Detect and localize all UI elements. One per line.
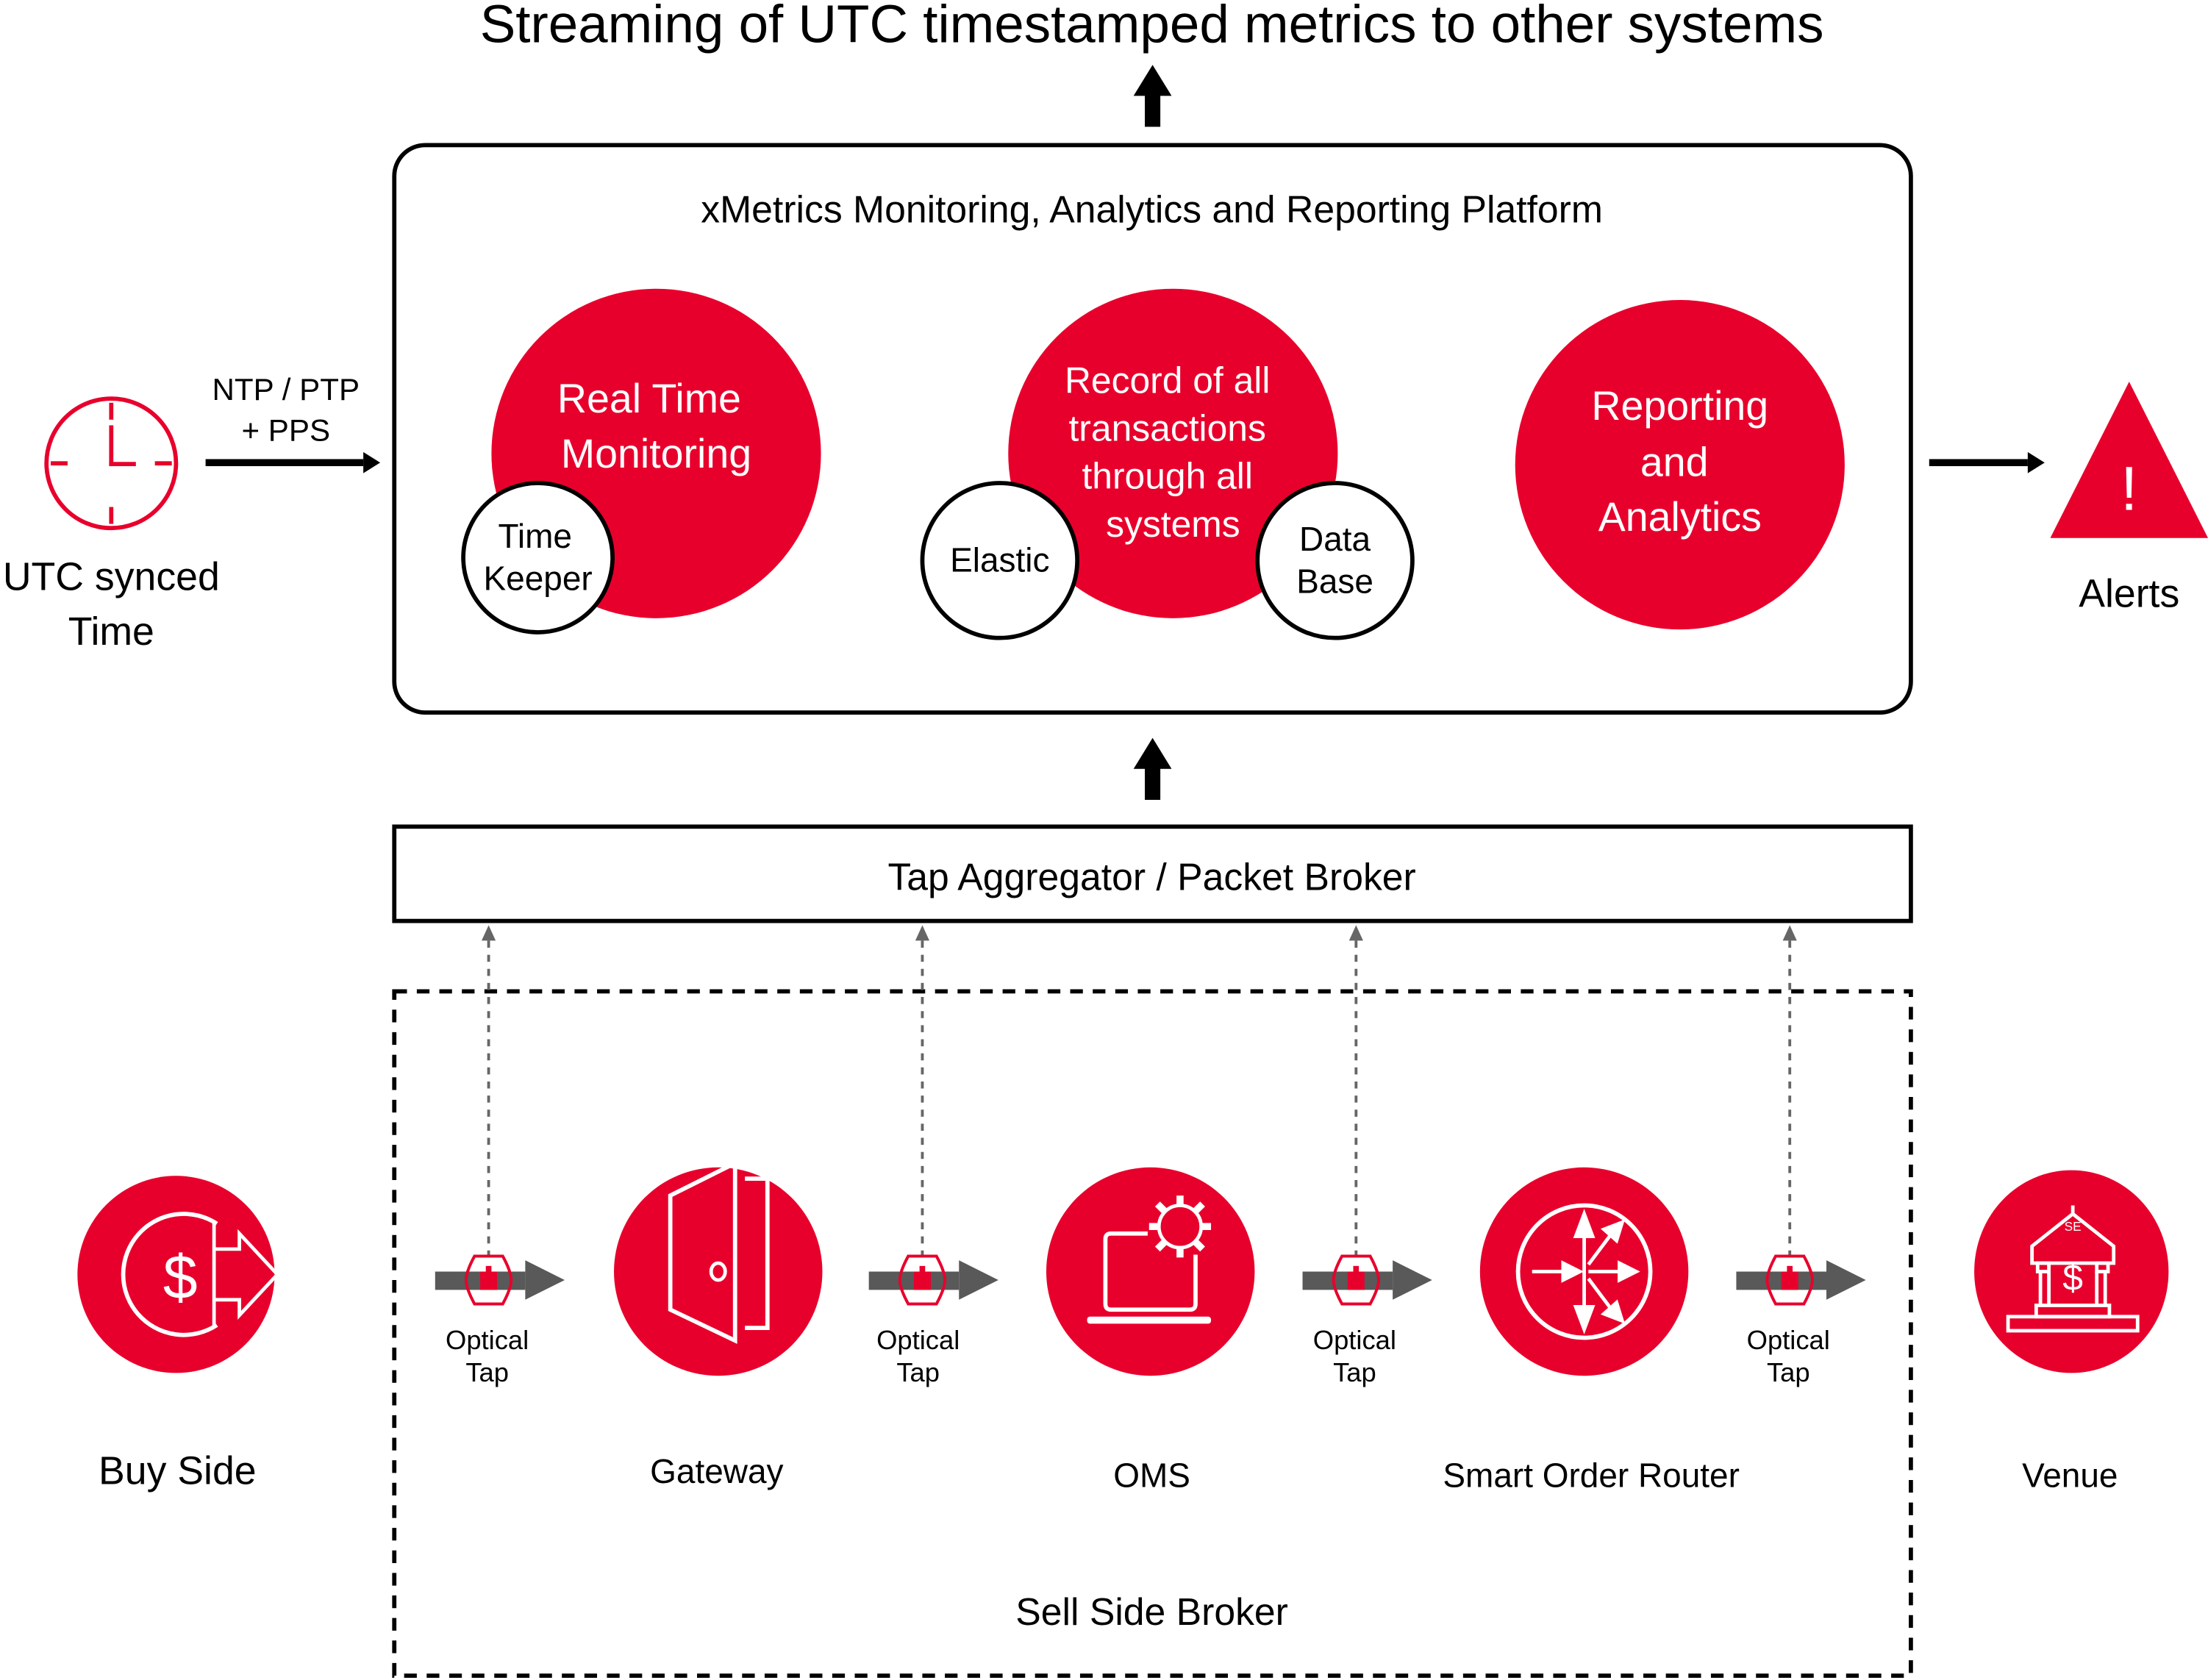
node-smart-order-router [1479, 1167, 1689, 1376]
sub-label-line: Keeper [484, 560, 593, 598]
door-icon [668, 1159, 770, 1344]
module-transaction-record: Record of all transactions through all s… [920, 288, 1415, 640]
tap-feed-arrowhead [915, 925, 930, 941]
module-label-line: transactions [1068, 408, 1265, 449]
module-label-line: Analytics [1598, 494, 1762, 540]
tap-feed-arrowhead [481, 925, 496, 941]
diagram-title: Streaming of UTC timestamped metrics to … [480, 0, 1824, 54]
buy-side-dollar-symbol: $ [163, 1243, 198, 1312]
elastic-circle: Elastic [920, 481, 1079, 640]
node-label: Venue [2022, 1456, 2118, 1495]
module-reporting-analytics: Reporting and Analytics [1515, 300, 1845, 630]
tap-feed-arrowhead [1348, 925, 1363, 941]
dollar-cycle-icon: $ [121, 1212, 280, 1337]
venue-dollar-symbol: $ [2062, 1257, 2083, 1298]
node-label: Gateway [650, 1452, 783, 1490]
aggregator-box [392, 824, 1913, 923]
protocol-label-line2: + PPS [241, 413, 330, 448]
tap-label-line1: Optical [1313, 1325, 1396, 1355]
aggregator-label: Tap Aggregator / Packet Broker [887, 855, 1415, 898]
warning-triangle-icon: ! [2050, 382, 2208, 538]
stock-exchange-icon [2006, 1205, 2140, 1333]
node-venue: SE $ [1974, 1170, 2169, 1373]
laptop-gear-icon [1087, 1195, 1212, 1324]
alerts-arrow [1929, 451, 2045, 473]
sell-side-label: Sell Side Broker [1015, 1590, 1288, 1633]
optical-tap [435, 1254, 565, 1306]
time-sync-arrow [205, 451, 381, 473]
tap-label-line1: Optical [876, 1325, 960, 1355]
node-label: Smart Order Router [1443, 1456, 1739, 1495]
node-label: OMS [1113, 1456, 1190, 1495]
time-source-label-line2: Time [68, 610, 154, 654]
venue-badge: SE [2065, 1219, 2082, 1234]
node-label: Buy Side [99, 1449, 257, 1493]
optical-tap [1302, 1254, 1432, 1306]
router-icon [1515, 1203, 1653, 1340]
tap-label-line2: Tap [896, 1357, 940, 1387]
tap-label-line2: Tap [465, 1357, 509, 1387]
module-label-line: Reporting [1591, 383, 1768, 429]
aggregator-up-arrow [1133, 737, 1172, 800]
alert-symbol: ! [2121, 454, 2137, 523]
platform-title: xMetrics Monitoring, Analytics and Repor… [701, 188, 1603, 231]
platform-box [392, 143, 1913, 715]
time-source-label-line1: UTC synced [3, 555, 220, 599]
node-gateway [614, 1159, 823, 1376]
module-label-line: and [1640, 439, 1709, 485]
stream-up-arrow [1133, 65, 1172, 127]
module-label-line: Real Time [557, 376, 741, 421]
sub-label-line: Base [1296, 562, 1373, 600]
optical-tap [1736, 1254, 1866, 1306]
optical-tap [868, 1254, 998, 1306]
tap-label-line2: Tap [1333, 1357, 1376, 1387]
module-label-line: Monitoring [561, 431, 751, 476]
tap-label-line2: Tap [1767, 1357, 1810, 1387]
alerts-label: Alerts [2079, 572, 2179, 616]
protocol-label-line1: NTP / PTP [212, 372, 360, 407]
node-oms [1046, 1167, 1255, 1376]
sub-label-line: Time [499, 517, 572, 555]
clock-icon [44, 396, 179, 531]
time-keeper-circle: Time Keeper [461, 481, 615, 635]
module-real-time-monitoring: Real Time Monitoring Time Keeper [461, 288, 821, 635]
module-label-line: through all [1082, 456, 1252, 497]
tap-feed-arrowhead [1782, 925, 1797, 941]
database-circle: Data Base [1255, 481, 1415, 640]
tap-label-line1: Optical [1747, 1325, 1830, 1355]
sell-side-boundary [392, 989, 1913, 1679]
tap-feed-lines [481, 925, 1797, 1258]
module-label-line: Record of all [1065, 360, 1270, 401]
tap-label-line1: Optical [446, 1325, 529, 1355]
node-buy-side: $ [77, 1176, 280, 1373]
sub-label-line: Elastic [950, 541, 1049, 579]
module-label-line: systems [1106, 504, 1240, 545]
sub-label-line: Data [1299, 520, 1371, 558]
